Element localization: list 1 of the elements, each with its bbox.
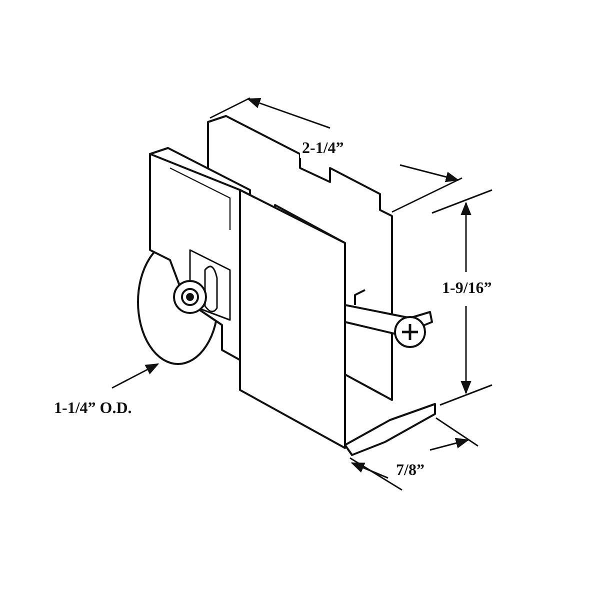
dimension-label: 2-1/4”: [300, 140, 346, 158]
